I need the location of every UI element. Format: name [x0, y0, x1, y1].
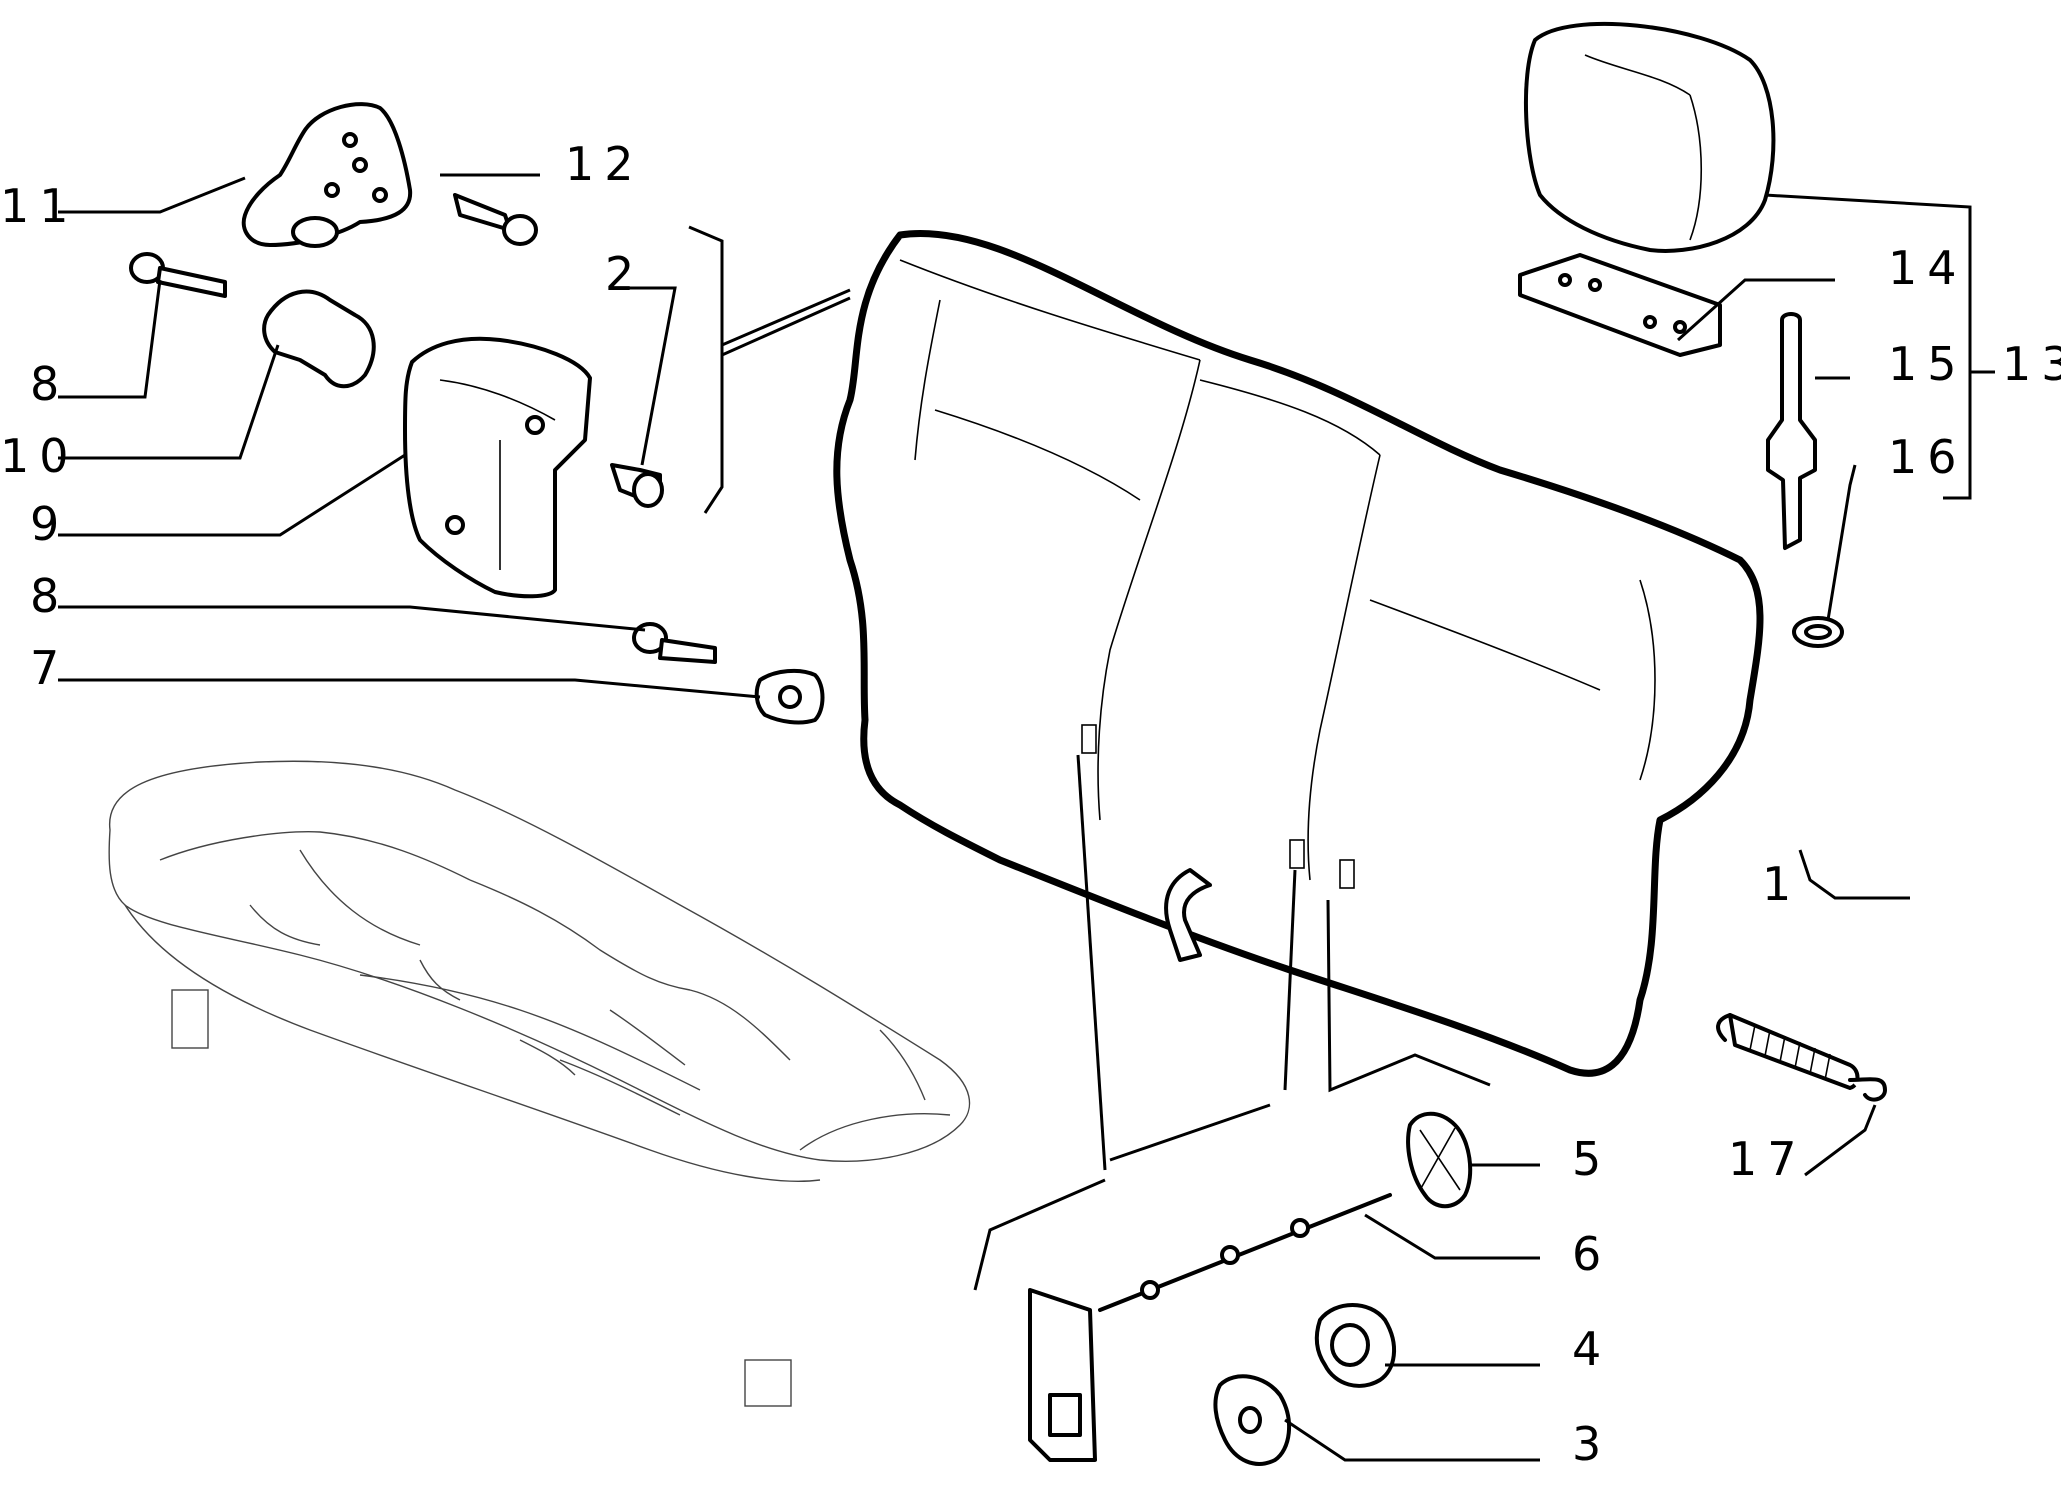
spring-17 — [1716, 1013, 1887, 1102]
clip-7 — [754, 668, 825, 725]
label-part-3: 3 — [1572, 1417, 1611, 1471]
backrest — [833, 230, 1764, 1077]
label-part-12: 12 — [565, 137, 644, 191]
post-15 — [1766, 312, 1817, 550]
clip-10 — [262, 289, 376, 389]
label-part-9: 9 — [30, 497, 69, 551]
label-part-2: 2 — [605, 247, 644, 301]
label-part-14: 14 — [1888, 241, 1967, 295]
label-part-16: 16 — [1888, 430, 1967, 484]
label-part-17: 17 — [1728, 1132, 1807, 1186]
backrest-bracket-lines — [688, 225, 1491, 1291]
latch-strap-6 — [1028, 1193, 1392, 1462]
label-part-4: 4 — [1572, 1322, 1611, 1376]
part-labels: 11 12 8 10 9 2 8 7 14 15 13 16 1 17 5 6 … — [0, 137, 2061, 1471]
label-part-15: 15 — [1888, 337, 1967, 391]
label-part-13: 13 — [2002, 337, 2061, 391]
pin-2 — [610, 463, 664, 508]
label-part-1: 1 — [1762, 857, 1801, 911]
label-part-7: 7 — [30, 641, 69, 695]
label-part-10: 10 — [0, 429, 79, 483]
seat-cushion — [108, 760, 971, 1407]
label-part-8-lower: 8 — [30, 569, 69, 623]
hinge-bracket — [241, 102, 413, 248]
bolt-8-lower — [632, 622, 717, 664]
leader-lines — [58, 173, 1995, 1462]
headrest — [1523, 21, 1776, 253]
bolt-12 — [453, 193, 538, 246]
plate-14 — [1518, 253, 1722, 357]
label-part-6: 6 — [1572, 1227, 1611, 1281]
washer-16 — [1792, 616, 1844, 648]
grommet-4 — [1314, 1303, 1397, 1388]
label-part-8-upper: 8 — [30, 357, 69, 411]
label-part-11: 11 — [0, 179, 79, 233]
bolt-8-upper — [129, 252, 227, 298]
bushing-3 — [1213, 1374, 1292, 1466]
cap-5 — [1406, 1111, 1473, 1209]
cover-9 — [403, 336, 592, 599]
label-part-5: 5 — [1572, 1132, 1611, 1186]
